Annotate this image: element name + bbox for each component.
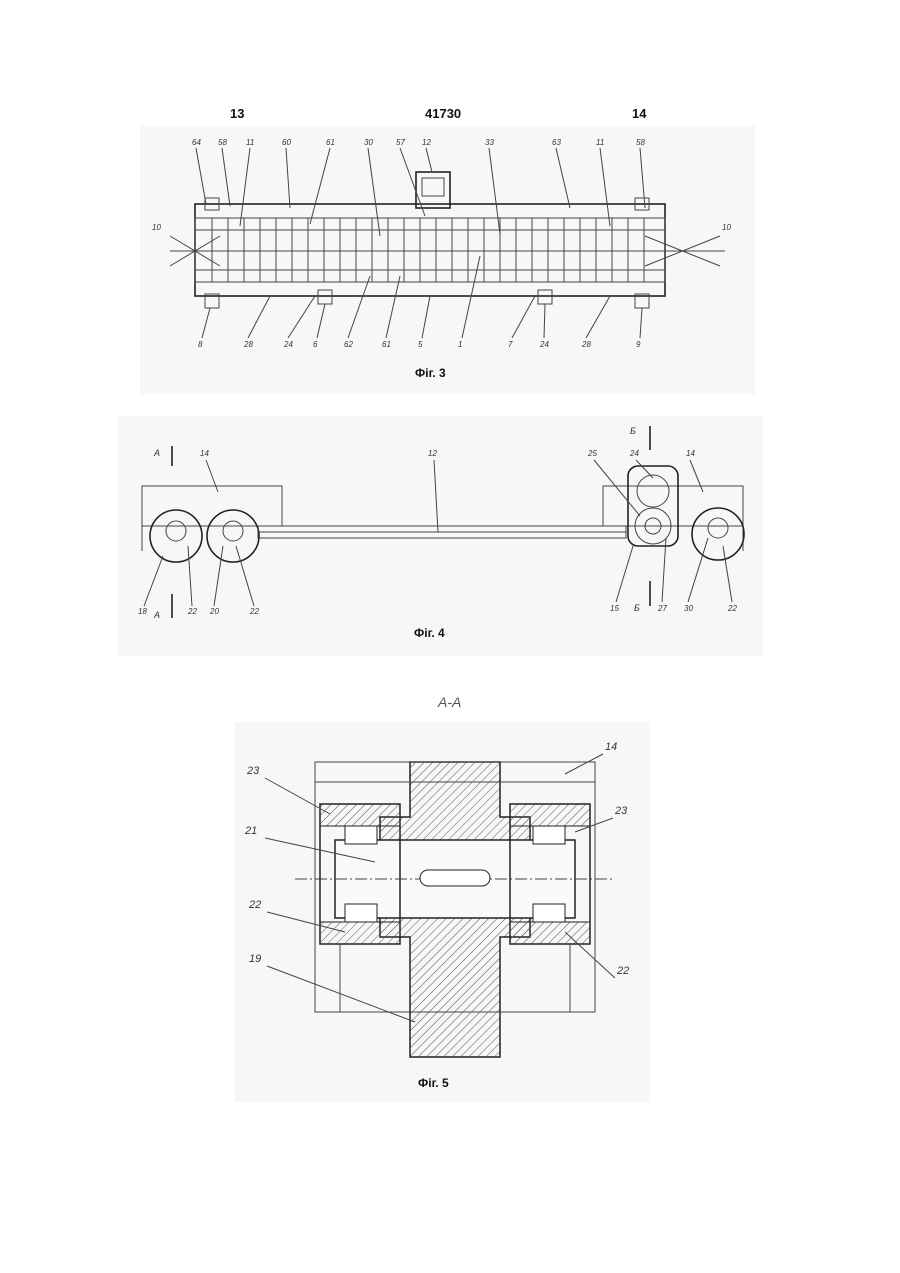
label-23-right: 23: [614, 805, 628, 817]
figure-4-caption: Фіг. 4: [414, 626, 445, 640]
label-22-a: 22: [187, 607, 197, 616]
label-28: 28: [243, 340, 253, 349]
label-60: 60: [282, 138, 291, 147]
label-14-left: 14: [200, 449, 209, 458]
section-mark-a-top: A: [153, 448, 160, 458]
section-mark-b-top: Б: [630, 426, 636, 436]
label-1: 1: [458, 340, 462, 349]
label-61b: 61: [382, 340, 391, 349]
figure-4-drawing: A 14 12 Б 25 24 14 18 22 A 20 22 15 Б 27…: [118, 416, 763, 656]
label-14-right: 14: [686, 449, 695, 458]
section-title: A-A: [438, 694, 461, 710]
figure-5-caption: Фіг. 5: [418, 1076, 449, 1090]
label-57: 57: [396, 138, 405, 147]
label-22-c: 22: [727, 604, 737, 613]
label-12: 12: [428, 449, 437, 458]
label-7: 7: [508, 340, 513, 349]
label-62: 62: [344, 340, 353, 349]
page-number-right: 14: [632, 106, 646, 121]
label-25: 25: [587, 449, 597, 458]
label-10-left: 10: [152, 223, 161, 232]
label-9: 9: [636, 340, 641, 349]
label-30: 30: [364, 138, 373, 147]
label-64: 64: [192, 138, 201, 147]
label-8: 8: [198, 340, 203, 349]
figure-3-caption: Фіг. 3: [415, 366, 446, 380]
label-14: 14: [605, 741, 617, 753]
figure-4: A 14 12 Б 25 24 14 18 22 A 20 22 15 Б 27…: [118, 416, 763, 656]
label-22-right: 22: [616, 965, 629, 977]
label-27: 27: [657, 604, 667, 613]
label-11b: 11: [596, 138, 604, 147]
label-21: 21: [244, 825, 257, 837]
label-61: 61: [326, 138, 335, 147]
label-22-b: 22: [249, 607, 259, 616]
label-12: 12: [422, 138, 431, 147]
figure-3-drawing: 64 58 11 60 61 30 57 12 33 63 11 58 10 1…: [140, 126, 755, 394]
label-63: 63: [552, 138, 561, 147]
label-22-left: 22: [248, 899, 261, 911]
label-10-right: 10: [722, 223, 731, 232]
page-number-left: 13: [230, 106, 244, 121]
label-5: 5: [418, 340, 423, 349]
label-58: 58: [218, 138, 227, 147]
label-33: 33: [485, 138, 494, 147]
label-58b: 58: [636, 138, 645, 147]
label-24b: 24: [539, 340, 549, 349]
label-6: 6: [313, 340, 318, 349]
label-28b: 28: [581, 340, 591, 349]
patent-number: 41730: [425, 106, 461, 121]
section-mark-a-bottom: A: [153, 610, 160, 620]
label-15: 15: [610, 604, 619, 613]
label-18: 18: [138, 607, 147, 616]
label-11: 11: [246, 138, 254, 147]
label-19: 19: [249, 953, 261, 965]
figure-5-drawing: 14 23 21 23 22 19 22: [235, 722, 650, 1102]
label-23-left: 23: [246, 765, 260, 777]
label-24: 24: [629, 449, 639, 458]
section-mark-b-bottom: Б: [634, 603, 640, 613]
figure-5: 14 23 21 23 22 19 22: [235, 722, 650, 1102]
label-30: 30: [684, 604, 693, 613]
label-24: 24: [283, 340, 293, 349]
figure-3: 64 58 11 60 61 30 57 12 33 63 11 58 10 1…: [140, 126, 755, 394]
label-20: 20: [209, 607, 219, 616]
